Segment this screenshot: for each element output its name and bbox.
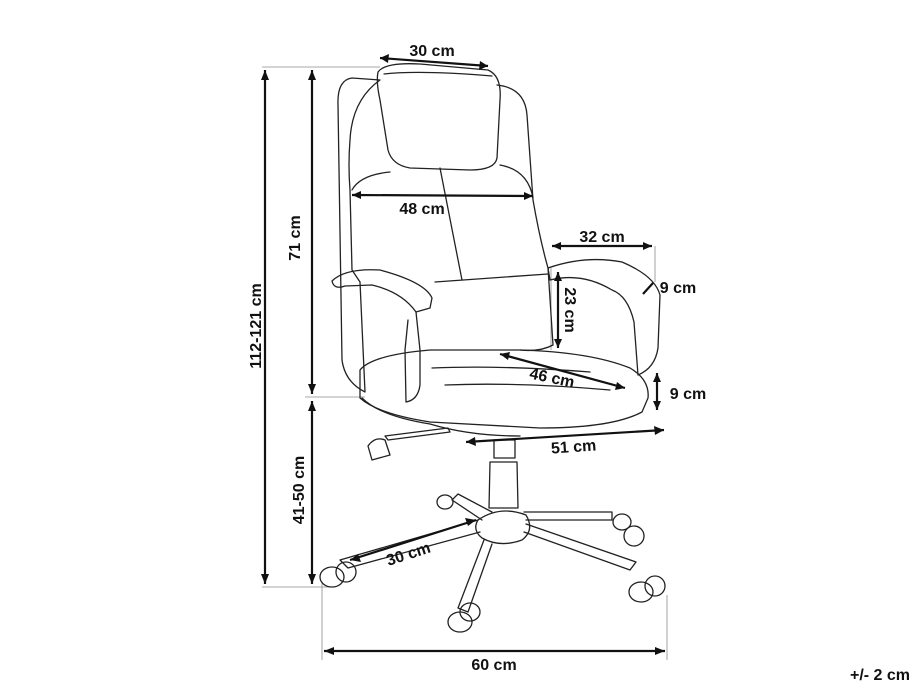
label-leg-length: 30 cm [384, 540, 432, 570]
dim-line-seat-depth [499, 352, 626, 390]
backrest-right [496, 84, 554, 352]
arrowheads [261, 54, 665, 655]
dim-line-headrest-width [379, 56, 489, 68]
dim-line-backrest-width [351, 193, 534, 198]
leg-front [457, 539, 493, 613]
right-armrest [547, 258, 661, 376]
seat-base [361, 397, 521, 437]
caster-right [628, 575, 666, 603]
caster-back-left [436, 494, 454, 510]
dimension-lines [263, 56, 665, 653]
base-hub [475, 510, 531, 545]
label-seat-depth: 46 cm [528, 366, 576, 392]
backrest-lumbar [434, 273, 549, 283]
label-backrest-width: 48 cm [399, 201, 444, 218]
gas-cylinder-top [493, 439, 516, 459]
label-backrest-height: 71 cm [287, 215, 304, 260]
leg-back-right [523, 511, 613, 521]
backrest-center-seam [439, 167, 463, 281]
label-tolerance: +/- 2 cm [850, 667, 910, 684]
leg-back-left [451, 493, 493, 521]
left-armrest [331, 269, 433, 313]
seat [359, 349, 649, 429]
dim-line-armrest-thickness [642, 282, 654, 295]
headrest [376, 63, 501, 171]
leg-front-right [523, 523, 637, 571]
left-armrest-support [404, 311, 421, 403]
caster-left [319, 561, 357, 588]
backrest [337, 77, 381, 393]
label-headrest-width: 30 cm [409, 43, 454, 60]
tilt-lever [384, 427, 451, 441]
caster-back-right [612, 513, 645, 547]
dim-line-seat-width [465, 428, 665, 444]
label-armrest-height: 23 cm [561, 287, 578, 332]
chair-illustration [319, 63, 666, 633]
tilt-lever-knob [367, 438, 391, 461]
caster-front [447, 602, 481, 633]
label-seat-thickness: 9 cm [670, 386, 706, 403]
dim-line-leg-length [349, 518, 477, 562]
headrest-pad [383, 71, 493, 77]
seat-seam-2 [444, 383, 611, 391]
label-armrest-thickness: 9 cm [660, 280, 696, 297]
gas-cylinder [488, 461, 519, 509]
seat-seam [431, 366, 591, 373]
leg-front-left [339, 519, 481, 569]
label-armrest-depth: 32 cm [579, 229, 624, 246]
label-seat-width: 51 cm [550, 437, 596, 457]
label-total-height: 112-121 cm [248, 283, 265, 368]
label-base-width: 60 cm [471, 657, 516, 674]
backrest-inner-right [499, 164, 534, 199]
backrest-inner-left [351, 171, 391, 191]
label-seat-height: 41-50 cm [291, 456, 308, 525]
